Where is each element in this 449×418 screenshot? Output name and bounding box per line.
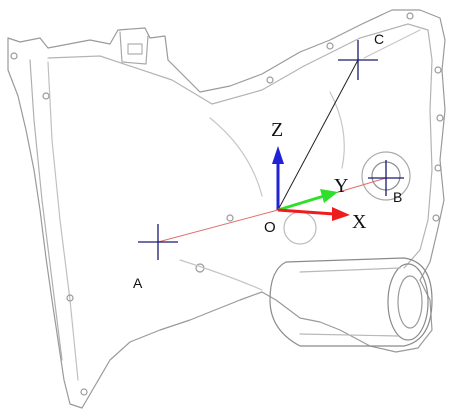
axis-label-z: Z — [271, 119, 283, 141]
origin-label-o: O — [264, 219, 276, 236]
left-rib — [29, 59, 63, 361]
axis-z — [272, 146, 284, 210]
bolt-boss — [10, 52, 18, 60]
axis-label-x: X — [352, 211, 367, 233]
line-o-to-c — [277, 59, 359, 211]
bolt-boss — [66, 294, 74, 302]
axis-z-arrowhead — [272, 146, 284, 164]
line-o-to-a — [157, 209, 279, 243]
contour-line — [179, 259, 263, 291]
timing-cover-drawing — [7, 9, 446, 409]
crosshair-icon — [138, 224, 178, 260]
point-label-c: C — [374, 31, 384, 47]
bolt-boss — [266, 76, 274, 84]
cover-inner-rim — [47, 23, 433, 269]
point-label-a: A — [133, 275, 143, 291]
axis-label-y: Y — [334, 175, 348, 197]
axis-y-arrowhead — [320, 189, 338, 203]
bolt-boss — [434, 66, 442, 74]
left-rib-2 — [47, 61, 79, 381]
bolt-boss — [326, 42, 334, 50]
crosshair-icon — [368, 160, 404, 196]
pump-cylinder-rib — [299, 267, 401, 337]
contour-line — [363, 29, 421, 59]
bolt-boss — [226, 214, 234, 222]
bolt-boss — [436, 114, 444, 122]
axis-x-arrowhead — [332, 207, 350, 221]
bolt-boss — [42, 92, 50, 100]
contour-line — [209, 117, 263, 197]
pump-cylinder-body — [269, 257, 433, 347]
axis-y — [277, 189, 338, 212]
contour-line — [329, 91, 345, 169]
cover-outline — [7, 9, 446, 409]
pump-cylinder-bore — [397, 275, 423, 329]
bolt-boss — [434, 164, 442, 172]
point-label-b: B — [393, 189, 402, 205]
axis-x — [277, 207, 350, 221]
central-boss — [283, 211, 317, 245]
bolt-boss — [80, 388, 88, 396]
bolt-boss — [406, 12, 414, 20]
top-bracket — [119, 31, 149, 65]
crosshair-icon — [338, 40, 378, 80]
pump-cylinder-end — [387, 263, 429, 341]
bolt-boss — [432, 214, 440, 222]
seal-boss-outer — [361, 151, 411, 201]
top-bracket-slot — [127, 43, 143, 55]
